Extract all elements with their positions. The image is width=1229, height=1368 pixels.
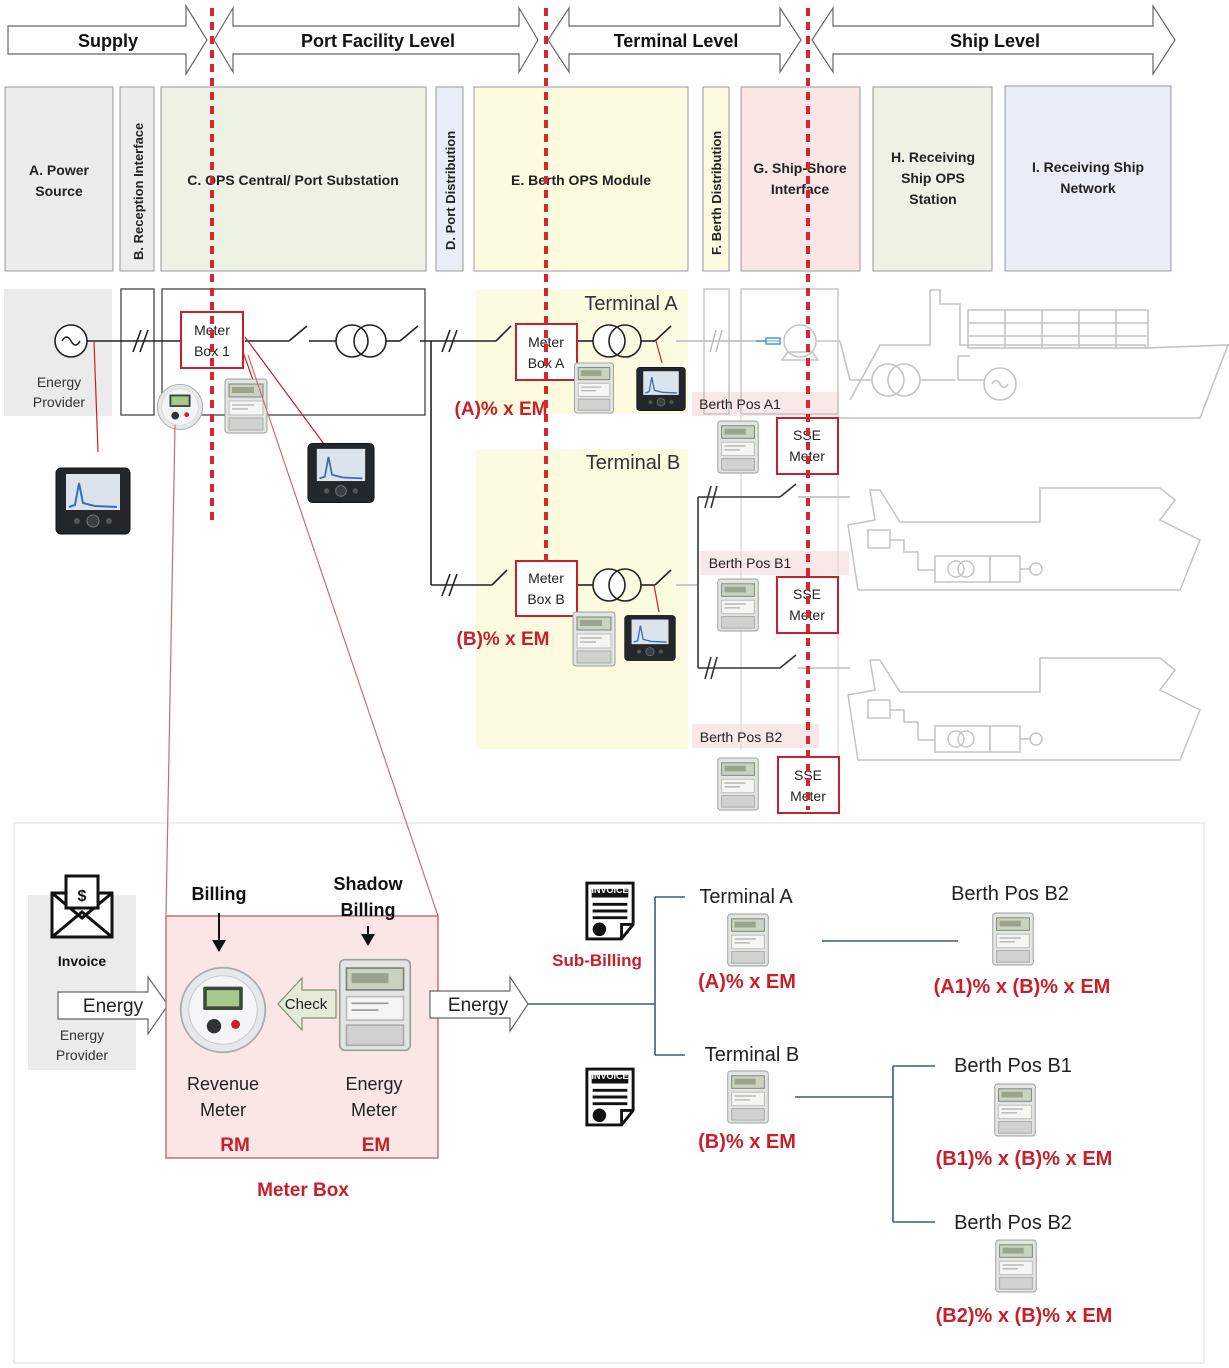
share-a1-bottom: (A1)% x (B)% x EM [934,976,1111,998]
revenue-meter-icon [157,384,202,429]
column-i-box [1005,86,1171,271]
energy-meter-icon [718,421,759,473]
berth-b1-bottom-label: Berth Pos B1 [954,1055,1072,1077]
share-b1-bottom: (B1)% x (B)% x EM [936,1148,1113,1170]
billing-label: Billing [192,884,247,904]
energy-meter-icon [996,1240,1037,1292]
energy-meter-icon [728,1071,769,1123]
berth-a1-label: Berth Pos A1 [699,396,781,412]
ship-b2 [848,658,1200,760]
container-ship [782,290,1228,418]
port-level-label: Port Facility Level [301,31,455,51]
column-a-box [5,87,113,271]
energy-meter-icon [575,363,614,413]
zoom-lines [166,355,438,916]
invoice-envelope-icon: $ [52,876,112,937]
energy-meter-icon [993,913,1034,965]
terminal-level-label: Terminal Level [614,31,739,51]
meter-box-b: MeterBox B [516,561,577,616]
energy-meter-icon [225,379,267,433]
berth-b2-label: Berth Pos B2 [700,729,783,745]
energy-meter-icon [340,960,411,1051]
power-meter-icon [308,443,374,502]
energy-meter-icon [718,579,759,631]
terminal-b-bottom-label: Terminal B [705,1044,799,1066]
energy-meter-icon [573,612,615,666]
reception-frame [121,289,154,415]
invoice-icon-text: INVOICE [591,1071,628,1081]
power-meter-icon [637,367,686,410]
column-g-box [741,87,860,271]
ship-level-label: Ship Level [950,31,1040,51]
energy-in-label: Energy [83,996,144,1017]
share-b2-bottom: (B2)% x (B)% x EM [936,1305,1113,1327]
em-label: EM [362,1135,391,1156]
terminal-a-bottom-label: Terminal A [699,886,793,908]
meter-box-label: Meter Box [257,1180,349,1201]
column-f-label: F. Berth Distribution [709,131,724,255]
berth-b2-bottom-label: Berth Pos B2 [954,1212,1072,1234]
terminal-a-label: Terminal A [584,293,678,315]
sub-billing-label: Sub-Billing [552,951,642,970]
energy-meter-icon [995,1084,1036,1136]
energy-meter-icon [728,914,769,966]
share-b-top: (B)% x EM [457,629,550,650]
sld-backgrounds [4,289,849,760]
level-arrows: Supply Port Facility Level Terminal Leve… [8,6,1175,74]
rm-label: RM [220,1135,250,1156]
terminal-b-label: Terminal B [586,452,680,474]
column-e-label: E. Berth OPS Module [511,172,651,188]
berth-b2-top-label: Berth Pos B2 [951,883,1069,905]
invoice-icon-text: INVOICE [591,885,628,895]
energy-meter-icon [718,758,759,810]
check-label: Check [285,996,328,1013]
power-meter-icon [625,615,676,660]
power-meter-icon [56,468,130,534]
ship-b1 [848,488,1200,590]
share-b-bottom: (B)% x EM [698,1131,796,1153]
energy-out-label: Energy [448,995,509,1016]
berth-b1-label: Berth Pos B1 [709,555,792,571]
share-a-top: (A)% x EM [455,399,548,420]
supply-label: Supply [78,31,138,51]
svg-text:$: $ [78,888,87,905]
column-b-label: B. Reception Interface [131,123,146,260]
revenue-meter-icon [181,968,266,1053]
share-a-bottom: (A)% x EM [698,971,796,993]
column-d-label: D. Port Distribution [443,131,458,250]
invoice-label: Invoice [58,953,106,969]
transformer-icon [336,325,368,357]
column-c-label: C. OPS Central/ Port Substation [187,172,399,188]
